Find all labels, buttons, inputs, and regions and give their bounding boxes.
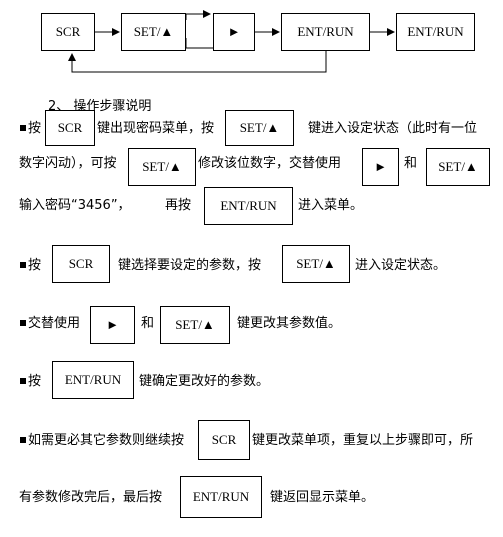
p4-ent-key: ENT/RUN xyxy=(52,361,134,399)
p3-text-2: 键更改其参数值。 xyxy=(237,316,342,331)
p5-scr-key: SCR xyxy=(198,420,250,460)
p5-ent-key: ENT/RUN xyxy=(180,476,262,518)
p2-set-key: SET/▲ xyxy=(282,245,350,283)
bullet xyxy=(20,125,26,131)
p5-text-2: 有参数修改完后，最后按 xyxy=(19,490,163,505)
p5-text-0: 如需更必其它参数则继续按 xyxy=(28,433,185,448)
bullet xyxy=(20,262,26,268)
p2-scr-key: SCR xyxy=(52,245,110,283)
p1-prefix: 按 xyxy=(28,121,42,136)
p1-text-5: 和 xyxy=(404,156,418,171)
section-title: 2、 操作步骤说明 xyxy=(48,99,152,114)
p1-text-2: 键进入设定状态（此时有一位 xyxy=(308,121,478,136)
p1-set-key-3: SET/▲ xyxy=(426,148,490,186)
flow-ent-box-1: ENT/RUN xyxy=(281,13,370,51)
p1-text-3: 数字闪动），可按 xyxy=(19,156,117,171)
bullet xyxy=(20,378,26,384)
p1-set-key: SET/▲ xyxy=(225,110,294,146)
p2-prefix: 按 xyxy=(28,258,42,273)
p3-right-key: ► xyxy=(90,306,135,344)
p1-text-8: 进入菜单。 xyxy=(298,198,364,213)
flow-connectors xyxy=(68,10,395,73)
p1-text-4: 修改该位数字，交替使用 xyxy=(198,156,342,171)
p3-text-1: 和 xyxy=(141,316,155,331)
flow-scr-box: SCR xyxy=(41,13,95,51)
p4-text-1: 键确定更改好的参数。 xyxy=(139,374,270,389)
p2-text-1: 键选择要设定的参数，按 xyxy=(118,258,262,273)
p1-right-key: ► xyxy=(362,148,399,186)
p5-text-3: 键返回显示菜单。 xyxy=(270,490,375,505)
p1-text-6: 输入密码“3456”， xyxy=(19,198,131,213)
p5-text-1: 键更改菜单项，重复以上步骤即可，所 xyxy=(252,433,474,448)
p4-text-0: 按 xyxy=(28,374,42,389)
p1-ent-key: ENT/RUN xyxy=(204,187,293,225)
p1-text-1: 键出现密码菜单，按 xyxy=(97,121,215,136)
bullet xyxy=(20,437,26,443)
p1-text-7: 再按 xyxy=(165,198,192,213)
p1-set-key-2: SET/▲ xyxy=(128,148,196,186)
p3-set-key: SET/▲ xyxy=(160,306,230,344)
flow-set-box: SET/▲ xyxy=(121,13,186,51)
p1-scr-key: SCR xyxy=(45,110,95,146)
bullet xyxy=(20,320,26,326)
flow-ent-box-2: ENT/RUN xyxy=(396,13,475,51)
p2-text-2: 进入设定状态。 xyxy=(355,258,447,273)
p3-text-0: 交替使用 xyxy=(28,316,81,331)
flow-right-box: ► xyxy=(213,13,255,51)
